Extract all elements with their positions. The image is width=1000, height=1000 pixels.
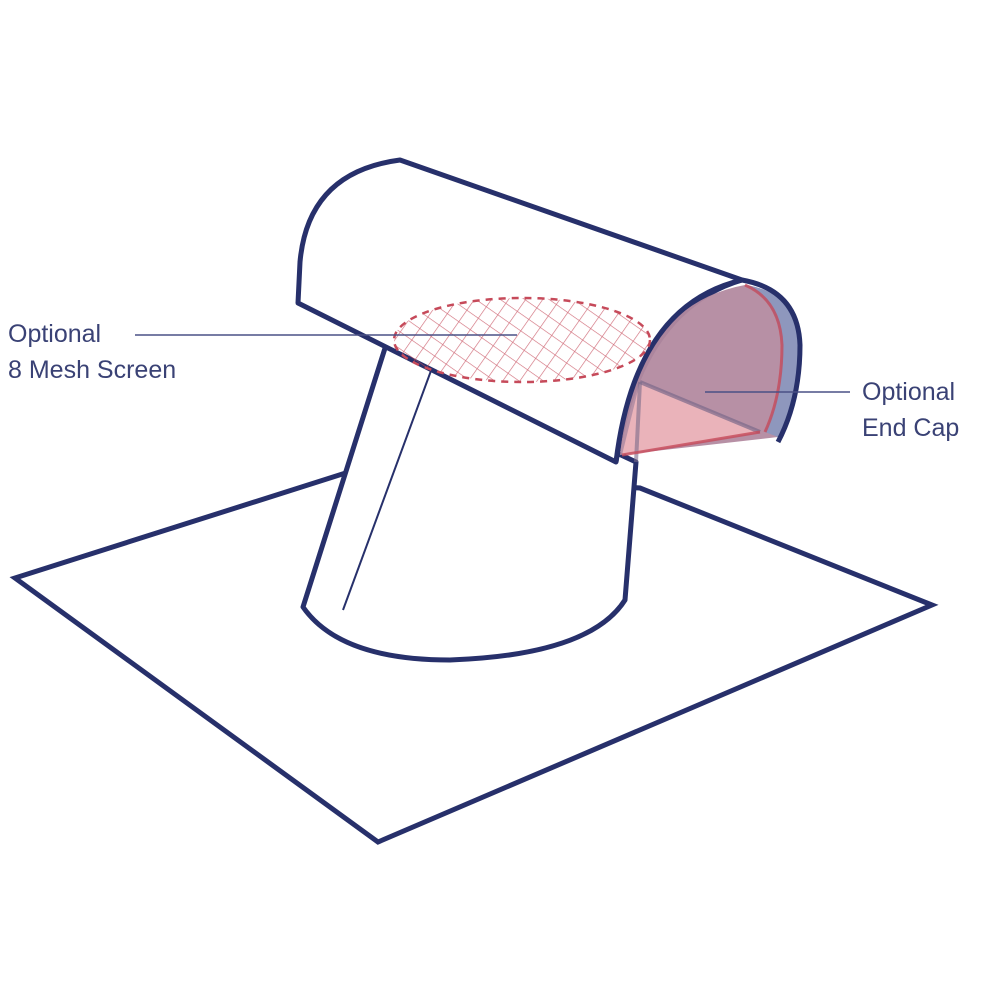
- pipe-seam-line: [342, 367, 433, 611]
- mesh-screen-edge: [392, 296, 652, 384]
- mesh-screen-label: Optional 8 Mesh Screen: [8, 316, 176, 388]
- end-cap-rim: [745, 285, 799, 437]
- mesh-label-line1: Optional: [8, 320, 102, 348]
- cap-label-line1: Optional: [862, 378, 956, 406]
- end-cap-label: Optional End Cap: [862, 374, 959, 446]
- end-cap-outline: [613, 277, 803, 463]
- mesh-label-line2: 8 Mesh Screen: [8, 356, 177, 384]
- mesh-screen: [394, 298, 650, 382]
- cap-label-line2: End Cap: [862, 414, 960, 442]
